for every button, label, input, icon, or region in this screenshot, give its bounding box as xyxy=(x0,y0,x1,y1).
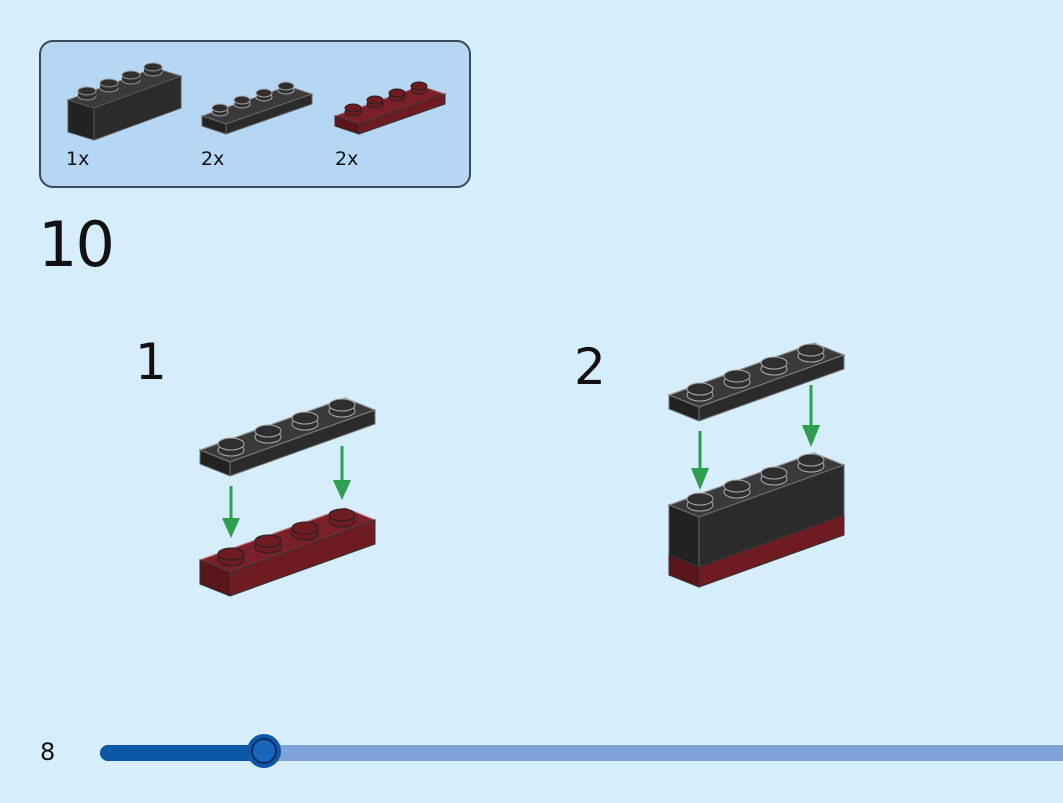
part-quantity: 2x xyxy=(201,148,225,170)
progress-bar xyxy=(100,734,1063,768)
black-1x4-brick-icon xyxy=(66,62,183,141)
brick-plate-assembly-icon xyxy=(667,342,846,588)
part-quantity: 2x xyxy=(335,148,359,170)
substep-number: 2 xyxy=(574,338,606,396)
dark-red-1x4-plate-icon xyxy=(333,81,447,135)
parts-list-box: 1x 2x 2x xyxy=(39,40,471,188)
progress-knob[interactable] xyxy=(246,734,281,768)
substep-number: 1 xyxy=(135,333,167,391)
plate-stack-assembly-icon xyxy=(198,397,377,597)
part-quantity: 1x xyxy=(66,148,90,170)
progress-fill xyxy=(100,745,272,761)
step-number: 10 xyxy=(38,208,115,281)
progress-knob-inner xyxy=(250,738,277,764)
black-1x4-plate-icon xyxy=(200,81,314,135)
page-number: 8 xyxy=(40,738,56,766)
